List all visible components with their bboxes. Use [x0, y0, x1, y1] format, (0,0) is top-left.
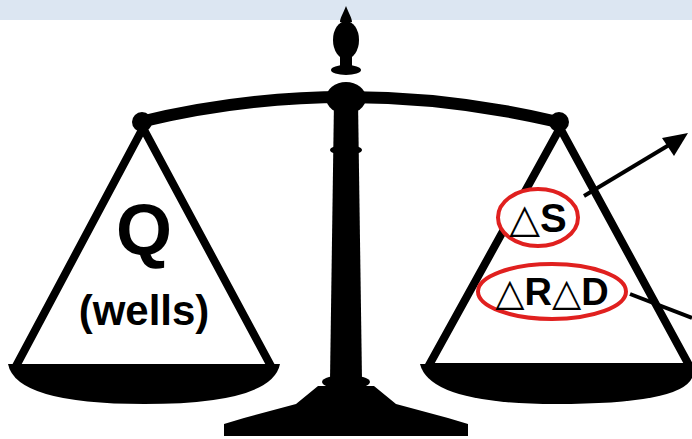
- red-ellipse: [478, 264, 626, 319]
- scale-pan: Q (wells): [10, 120, 278, 372]
- red-ellipse: [498, 189, 578, 246]
- pan-text: Q (wells): [10, 190, 278, 336]
- quantity-label: (wells): [10, 286, 278, 336]
- highlight-circle: △R△D: [475, 261, 629, 322]
- quantity-symbol: Q: [10, 190, 278, 270]
- circled-term: △R△D: [495, 270, 608, 314]
- circled-term: △S: [509, 195, 566, 241]
- highlight-circle: △S: [495, 186, 581, 249]
